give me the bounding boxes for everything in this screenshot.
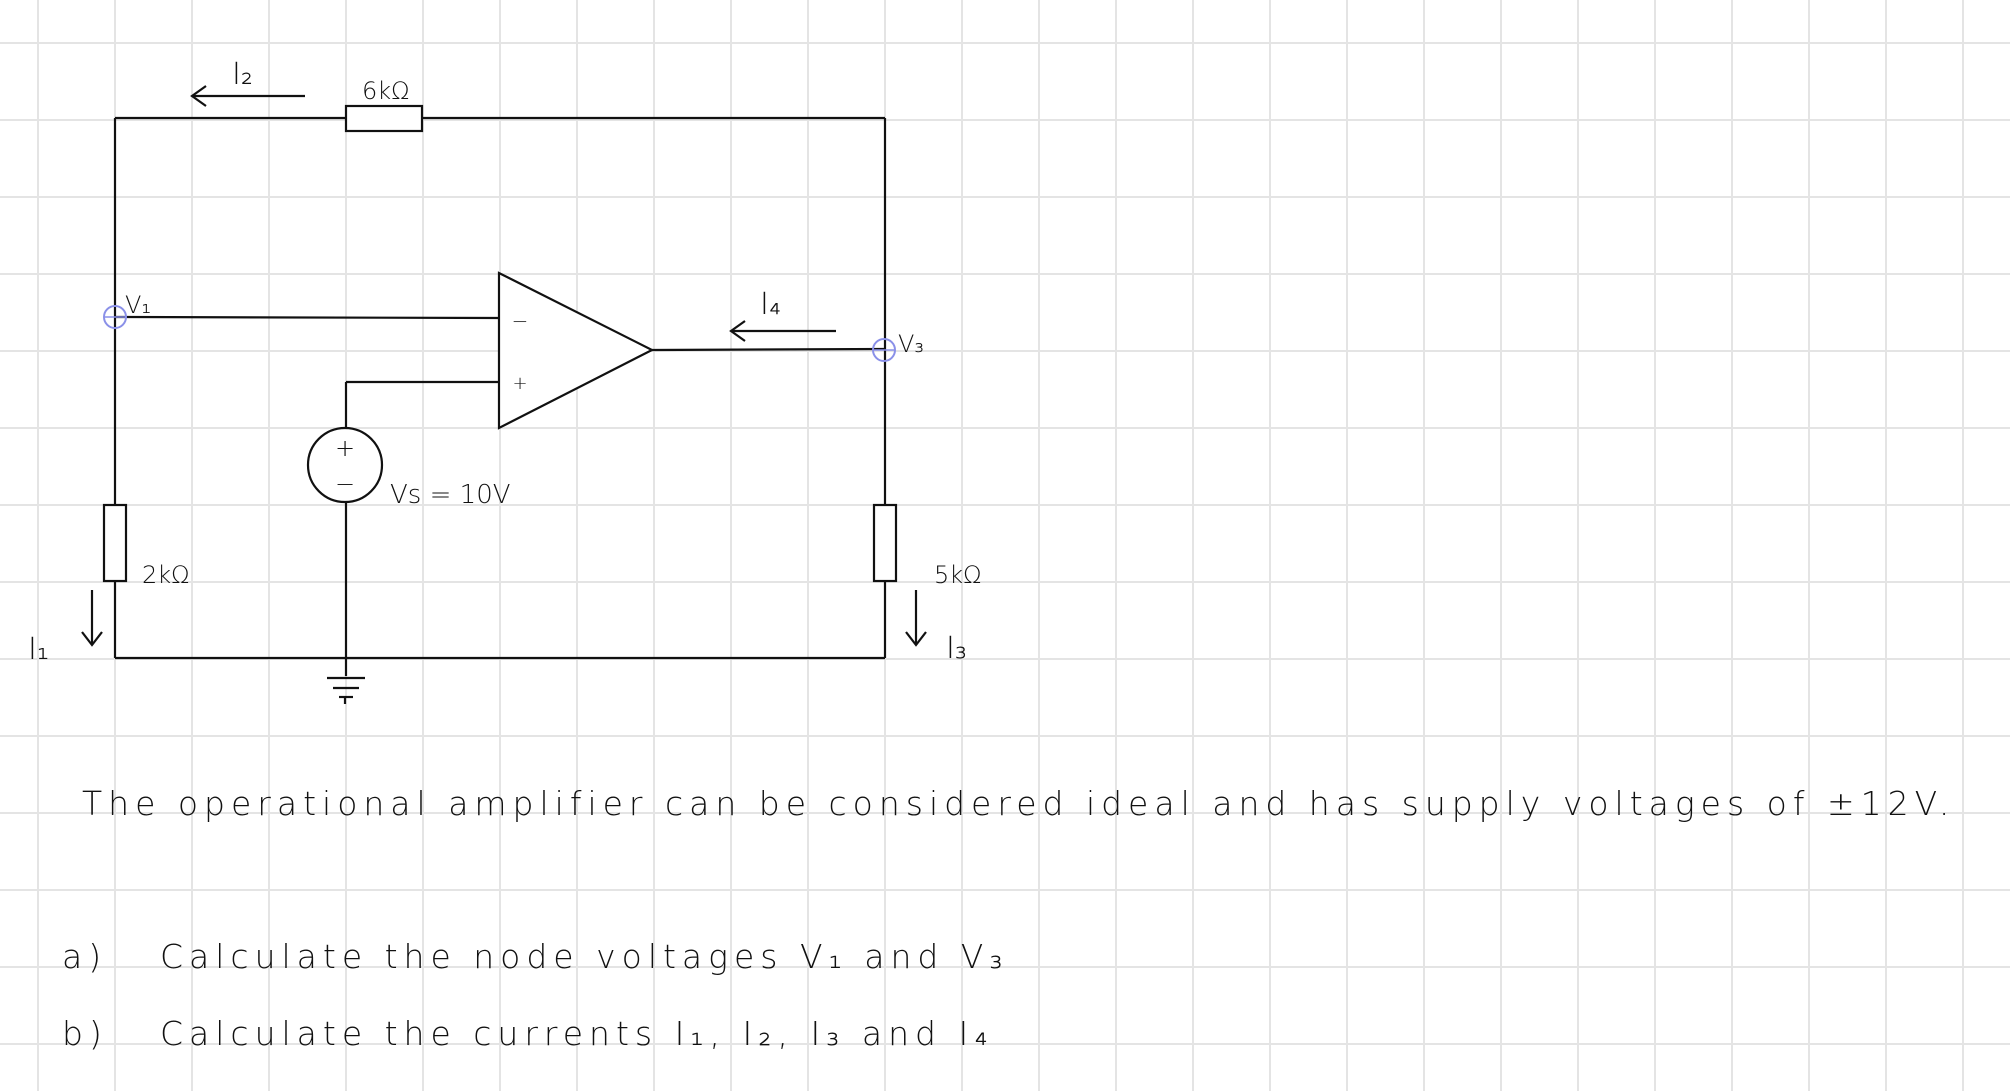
question-a-text: Calculate the node voltages V₁ and V₃	[160, 937, 1009, 976]
label-i4: I₄	[760, 287, 781, 322]
opamp-minus-label: −	[512, 309, 529, 333]
op-amp: − +	[114, 271, 886, 430]
label-i1: I₁	[28, 632, 49, 667]
ground-symbol	[327, 676, 365, 704]
label-v1: V₁	[125, 291, 151, 319]
opamp-plus-label: +	[512, 373, 527, 394]
question-b-marker: b)	[62, 1014, 108, 1053]
source-minus-label: −	[335, 470, 355, 498]
right-branch	[872, 118, 898, 658]
source-plus-label: +	[335, 434, 355, 462]
arrow-i4	[729, 320, 836, 342]
label-r-right: 5kΩ	[934, 561, 982, 589]
label-r-top: 6kΩ	[362, 77, 410, 105]
label-i2: I₂	[232, 57, 253, 92]
label-v3: V₃	[898, 330, 924, 358]
arrow-i2	[190, 85, 305, 107]
question-b-text: Calculate the currents I₁, I₂, I₃ and I₄	[160, 1014, 994, 1053]
resistor-6k	[344, 104, 424, 133]
top-branch	[115, 104, 885, 133]
label-r-left: 2kΩ	[142, 561, 190, 589]
resistor-2k	[102, 503, 128, 583]
problem-statement: The operational amplifier can be conside…	[82, 784, 1956, 823]
question-a-marker: a)	[62, 937, 108, 976]
left-branch	[102, 118, 128, 658]
arrow-i1	[81, 590, 103, 647]
label-i3: I₃	[946, 631, 967, 666]
label-vs: Vs = 10V	[390, 480, 511, 510]
resistor-5k	[872, 503, 898, 583]
voltage-source: + −	[306, 382, 384, 676]
arrow-i3	[905, 590, 927, 647]
